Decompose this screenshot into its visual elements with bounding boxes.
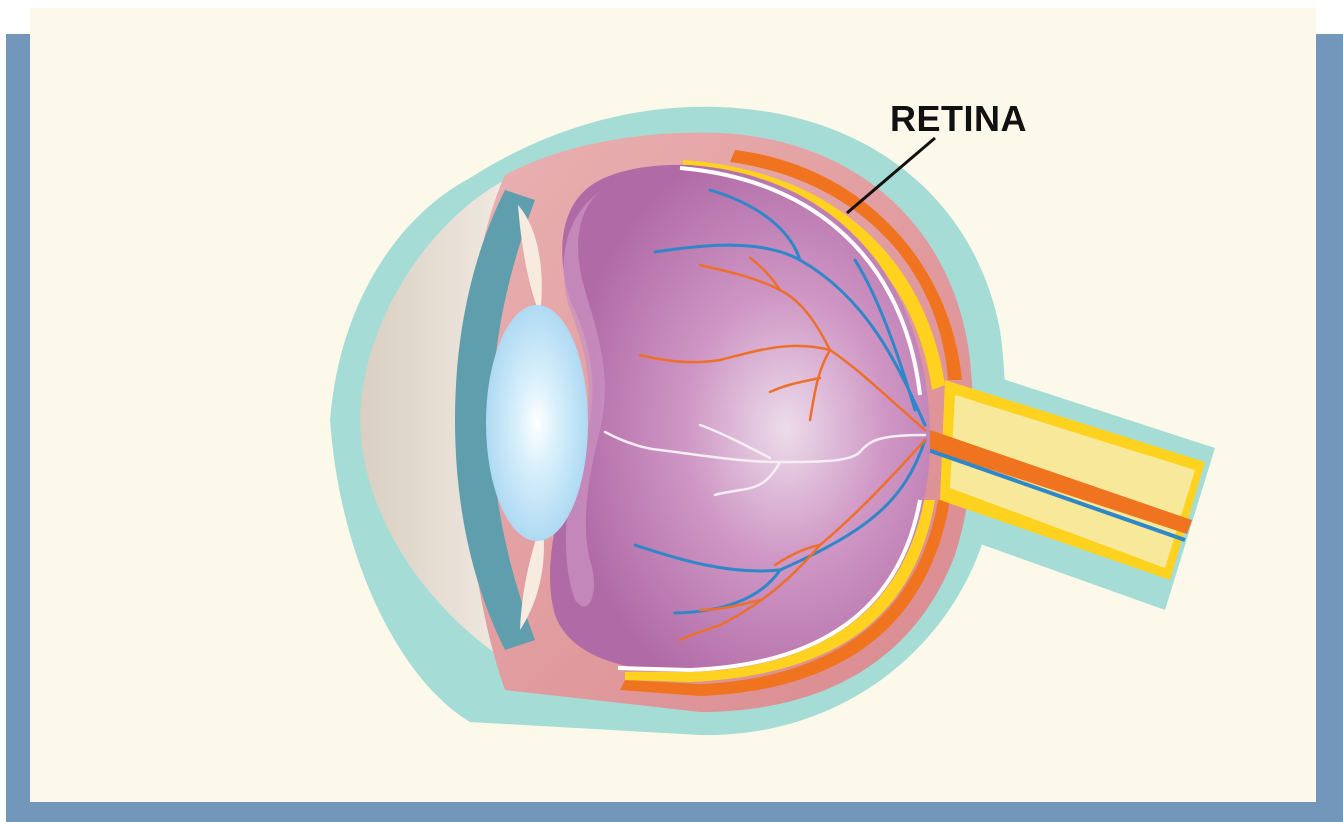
lens	[486, 305, 588, 541]
retina-label: RETINA	[890, 98, 1027, 139]
